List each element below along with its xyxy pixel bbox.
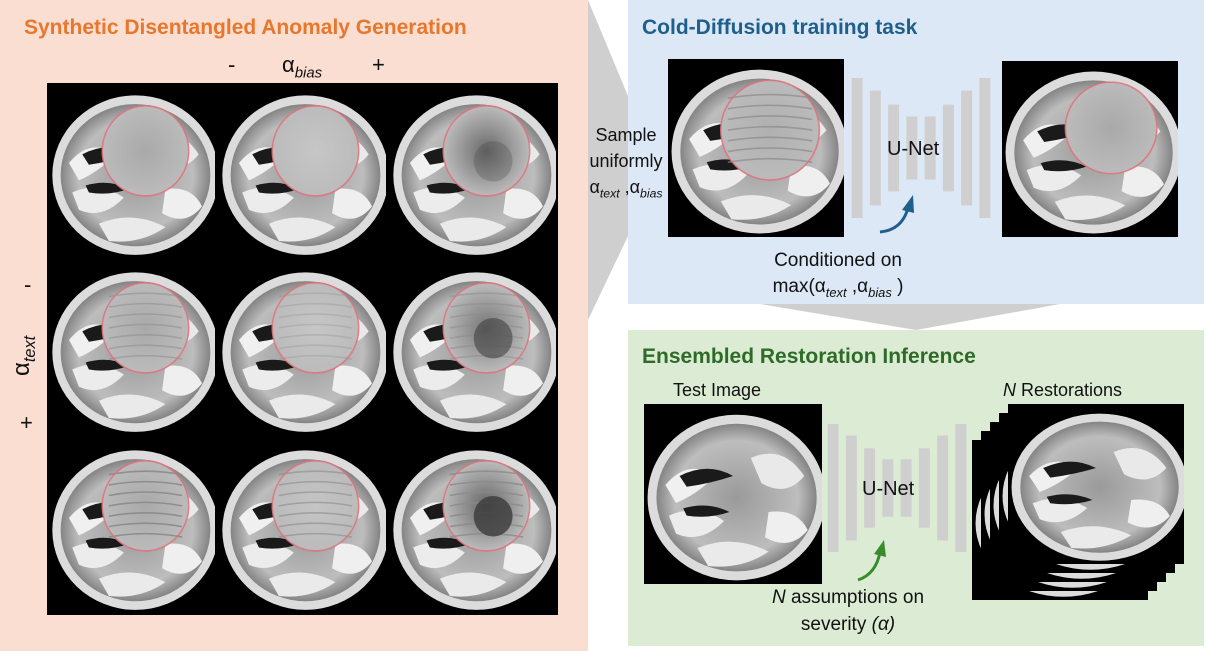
training-task-title: Cold-Diffusion training task: [642, 16, 918, 39]
inference-unet-diagram: [824, 424, 970, 552]
assumptions-line-1: N assumptions on: [748, 584, 948, 611]
training-input-image: [668, 59, 848, 237]
assumptions-text: N assumptions on severity (α): [748, 584, 948, 638]
sample-line-2: uniformly: [589, 151, 663, 171]
anomaly-grid-images: [47, 83, 560, 618]
sample-line-1: Sample: [595, 125, 657, 145]
training-unet-label: U-Net: [887, 138, 940, 160]
sample-uniformly-text: Sample uniformly αtext ,αbias: [586, 122, 666, 207]
n-restorations-n: N: [1003, 380, 1016, 400]
assumptions-label: assumptions on: [785, 587, 925, 608]
bias-plus-label: +: [372, 52, 385, 77]
anomaly-grid-cell-r1-c3: [389, 85, 560, 263]
training-unet-diagram: [848, 78, 994, 218]
anomaly-grid-cell-r2-c1: [49, 262, 219, 440]
text-plus-label: +: [20, 410, 33, 435]
conditioned-mid: ,α: [846, 276, 869, 297]
anomaly-grid-cell-r3-c2: [219, 439, 389, 618]
conditioned-subscript-2: bias: [868, 284, 892, 300]
wedge-left-to-top: [588, 0, 628, 320]
conditioned-line-1: Conditioned on: [774, 250, 902, 271]
severity-label: severity: [800, 614, 872, 635]
restoration-inference-title: Ensembled Restoration Inference: [642, 345, 976, 368]
severity-alpha: (α): [871, 614, 896, 635]
anomaly-grid-cell-r1-c1: [49, 85, 219, 263]
conditioned-on-text: Conditioned on max(αtext ,αbias ): [748, 248, 928, 306]
anomaly-grid-cell-r3-c3: [389, 439, 560, 618]
conditioned-prefix: max(α: [772, 276, 826, 297]
bias-alpha-subscript: bias: [294, 64, 323, 82]
sample-subscript-2: bias: [640, 186, 663, 201]
restoration-image-5: [1008, 404, 1188, 569]
sample-separator: ,: [619, 177, 630, 197]
conditioned-line-2: max(αtext ,αbias ): [748, 274, 928, 306]
inference-unet-label: U-Net: [862, 478, 915, 500]
wedge-top-to-bottom: [760, 304, 1060, 330]
text-alpha-subscript: text: [20, 335, 39, 363]
restorations-stack: [972, 404, 1202, 604]
sample-line-3: αtext ,αbias: [586, 174, 666, 207]
test-image: [644, 404, 826, 584]
n-restorations-label: N Restorations: [1003, 380, 1122, 401]
conditioned-suffix: ): [891, 276, 904, 297]
anomaly-grid-cell-r2-c3: [389, 262, 560, 440]
assumptions-line-2: severity (α): [748, 611, 948, 638]
bias-alpha-symbol: α: [282, 52, 295, 77]
anomaly-generation-title: Synthetic Disentangled Anomaly Generatio…: [24, 16, 467, 39]
test-image-label: Test Image: [673, 380, 762, 400]
conditioned-subscript-1: text: [825, 284, 847, 300]
bias-minus-label: -: [228, 52, 236, 77]
text-alpha-symbol: α: [8, 362, 36, 376]
assumptions-n: N: [771, 587, 786, 608]
sample-subscript-1: text: [599, 186, 620, 201]
sample-alpha-1: α: [589, 177, 600, 197]
bias-alpha-label: αbias: [282, 52, 322, 81]
anomaly-grid-cell-r3-c1: [49, 439, 219, 618]
anomaly-grid-cell-r2-c2: [219, 262, 389, 440]
text-minus-label: -: [24, 272, 32, 297]
n-restorations-text: Restorations: [1016, 380, 1123, 400]
anomaly-grid-cell-r1-c2: [219, 85, 389, 263]
training-output-image: [1002, 61, 1182, 237]
sample-alpha-2: α: [629, 177, 641, 197]
text-alpha-label: αtext: [8, 336, 40, 376]
